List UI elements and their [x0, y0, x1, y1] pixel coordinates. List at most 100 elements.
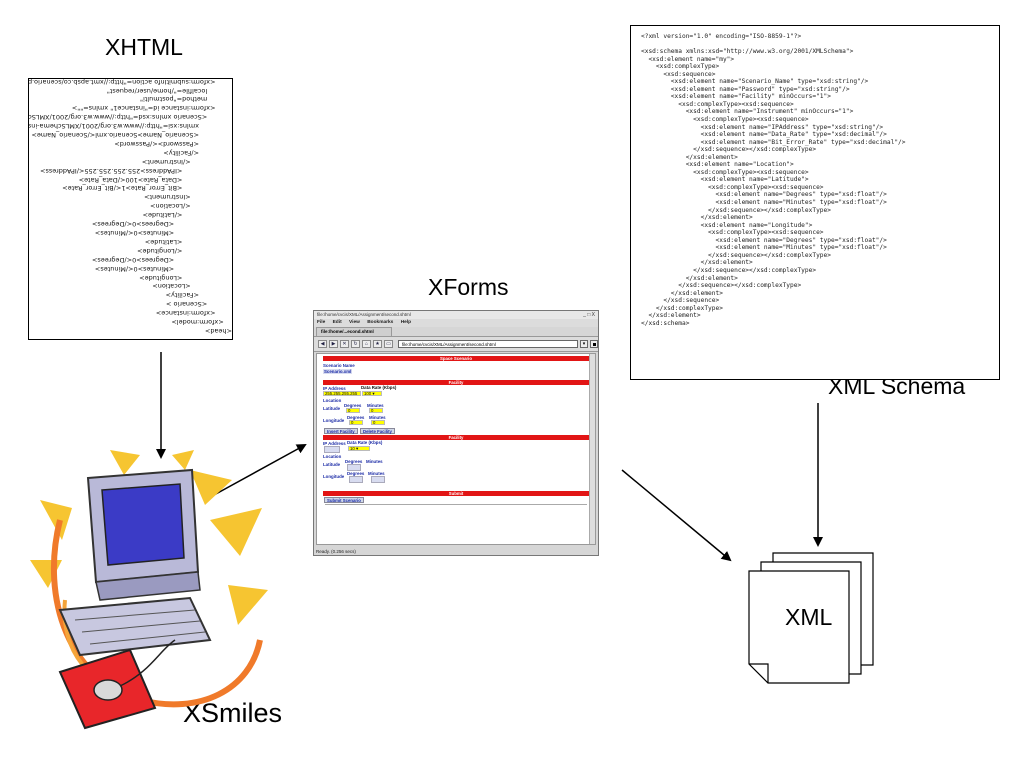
location-label-1: Location [323, 398, 342, 403]
content-scrollbar[interactable] [589, 354, 595, 544]
reload-icon[interactable]: ↻ [351, 340, 360, 348]
go-icon[interactable] [590, 340, 598, 348]
data-rate-select-1[interactable]: 100 ▾ [362, 391, 382, 396]
schema-code-line: <xsd:element name="Facility" minOccurs="… [641, 93, 831, 101]
schema-code-line: </xsd:sequence></xsd:complexType> [641, 282, 802, 290]
schema-code-line: </xsd:schema> [641, 319, 690, 327]
menu-help[interactable]: Help [400, 320, 412, 325]
lon-minutes-label-1: Minutes [369, 415, 386, 420]
menu-view[interactable]: View [349, 320, 360, 325]
space-scenario-header: Space Scenario [323, 356, 589, 361]
schema-code-line: <xsd:sequence> [641, 70, 716, 78]
schema-code-line: <xsd:element name="my"> [641, 55, 735, 63]
back-arrow-icon[interactable]: ◀ [318, 340, 327, 348]
browser-tab[interactable]: file:/home/...econd.shtml [316, 327, 392, 336]
schema-code-line: <xsd:element name="Latitude"> [641, 176, 809, 184]
ip-address-input-2[interactable] [324, 446, 340, 453]
schema-code-line: </xsd:complexType> [641, 304, 723, 312]
lat-degrees-input-1[interactable]: 0 [346, 408, 360, 413]
lat-degrees-label-2: Degrees [345, 459, 363, 464]
schema-code-line: </xsd:sequence></xsd:complexType> [641, 266, 817, 274]
xml-documents-icon [748, 552, 874, 684]
schema-code-line: </xsd:sequence></xsd:complexType> [641, 251, 831, 259]
latitude-label-1: Latitude [323, 406, 341, 411]
submit-scenario-button[interactable]: Submit Scenario [324, 497, 364, 503]
location-label-2: Location [323, 454, 342, 459]
arrow-xsmiles-to-xforms [213, 444, 307, 496]
ip-address-input-1[interactable]: 255.255.255.255 [323, 391, 361, 396]
latitude-label-2: Latitude [323, 462, 341, 467]
schema-code-line: <xsd:complexType><xsd:sequence> [641, 229, 824, 237]
schema-code-line: </xsd:sequence> [641, 297, 720, 305]
lon-degrees-label-1: Degrees [347, 415, 365, 420]
lon-minutes-label-2: Minutes [368, 471, 385, 476]
lon-minutes-input-2[interactable] [371, 476, 385, 483]
data-rate-label-1: Data Rate (Kbps) [361, 385, 397, 390]
lat-minutes-label-1: Minutes [367, 403, 384, 408]
schema-code-line: <xsd:complexType> [641, 63, 720, 71]
insert-facility-button[interactable]: Insert Facility [324, 428, 358, 434]
lon-degrees-input-1[interactable]: 0 [349, 420, 363, 425]
schema-code-line: </xsd:element> [641, 312, 701, 320]
schema-code-line: </xsd:sequence></xsd:complexType> [641, 146, 817, 154]
xhtml-label: XHTML [105, 34, 183, 60]
lon-minutes-input-1[interactable]: 0 [371, 420, 385, 425]
schema-code-line: </xsd:element> [641, 214, 753, 222]
facility-header-2: Facility [323, 435, 589, 440]
schema-code-line: <xsd:element name="Degrees" type="xsd:fl… [641, 191, 887, 199]
schema-code-line: <xsd:element name="Instrument" minOccurs… [641, 108, 854, 116]
lat-minutes-label-2: Minutes [366, 459, 383, 464]
browser-status: Ready. (0.256 secs) [316, 549, 356, 554]
data-rate-select-2[interactable]: 10 ▾ [348, 446, 370, 451]
delete-facility-button[interactable]: Delete Facility [360, 428, 395, 434]
url-input[interactable]: file:/home/cvcis/XML/Assignment/second.s… [398, 340, 578, 348]
lon-degrees-input-2[interactable] [349, 476, 363, 483]
schema-code-line: </xsd:element> [641, 274, 738, 282]
schema-code-line: <xsd:schema xmlns:xsd="http://www.w3.org… [641, 48, 854, 56]
facility-header-1: Facility [323, 380, 589, 385]
longitude-label-2: Longitude [323, 474, 345, 479]
schema-code-line: <xsd:element name="Bit_Error_Rate" type=… [641, 138, 906, 146]
home-icon[interactable]: ⌂ [362, 340, 371, 348]
xml-schema-code: <?xml version="1.0" encoding="ISO-8859-1… [631, 26, 999, 327]
form-divider [325, 504, 587, 505]
scenario-name-input[interactable]: Scenario.xml [323, 369, 353, 374]
lat-degrees-input-2[interactable] [347, 464, 361, 471]
page-icon[interactable]: ▭ [384, 340, 393, 348]
url-dropdown-icon[interactable]: ▾ [580, 340, 588, 348]
lat-degrees-label-1: Degrees [344, 403, 362, 408]
browser-title-bar: file:/home/cvcis/XML/Assignment/second.s… [314, 311, 598, 319]
bookmark-icon[interactable]: ★ [373, 340, 382, 348]
schema-code-line: </xsd:element> [641, 259, 753, 267]
schema-code-line: <xsd:complexType><xsd:sequence> [641, 116, 809, 124]
schema-code-line: <xsd:element name="Minutes" type="xsd:fl… [641, 199, 887, 207]
xml-schema-code-panel: <?xml version="1.0" encoding="ISO-8859-1… [630, 25, 1000, 380]
window-controls[interactable]: _ □ X [583, 312, 595, 318]
menu-edit[interactable]: Edit [332, 320, 342, 325]
schema-code-line: <xsd:element name="IPAddress" type="xsd:… [641, 123, 884, 131]
schema-code-line: <xsd:complexType><xsd:sequence> [641, 168, 809, 176]
schema-code-line: <?xml version="1.0" encoding="ISO-8859-1… [641, 33, 802, 40]
data-rate-label-2: Data Rate (Kbps) [347, 440, 383, 445]
scenario-name-label: Scenario Name [323, 363, 355, 368]
browser-toolbar: ◀ ▶ ✕ ↻ ⌂ ★ ▭ file:/home/cvcis/XML/Assig… [314, 336, 598, 352]
ip-address-label-2: IP Address [323, 441, 346, 446]
menu-file[interactable]: File [317, 320, 326, 325]
schema-code-line: </xsd:element> [641, 153, 738, 161]
schema-code-line: <xsd:element name="Password" type="xsd:s… [641, 85, 850, 93]
arrow-xforms-to-xml [621, 469, 732, 562]
xforms-label: XForms [428, 274, 509, 300]
menu-bookmarks[interactable]: Bookmarks [367, 320, 394, 325]
forward-arrow-icon[interactable]: ▶ [329, 340, 338, 348]
lat-minutes-input-1[interactable]: 0 [369, 408, 383, 413]
schema-code-line: </xsd:element> [641, 289, 723, 297]
submit-header: Submit [323, 491, 589, 496]
schema-code-line: <xsd:complexType><xsd:sequence> [641, 100, 794, 108]
stop-icon[interactable]: ✕ [340, 340, 349, 348]
ip-address-label-1: IP Address [323, 386, 346, 391]
browser-menu-bar: File Edit View Bookmarks Help [314, 319, 598, 327]
lon-degrees-label-2: Degrees [347, 471, 365, 476]
longitude-label-1: Longitude [323, 418, 345, 423]
schema-code-line: <xsd:element name="Scenario_Name" type="… [641, 78, 869, 86]
